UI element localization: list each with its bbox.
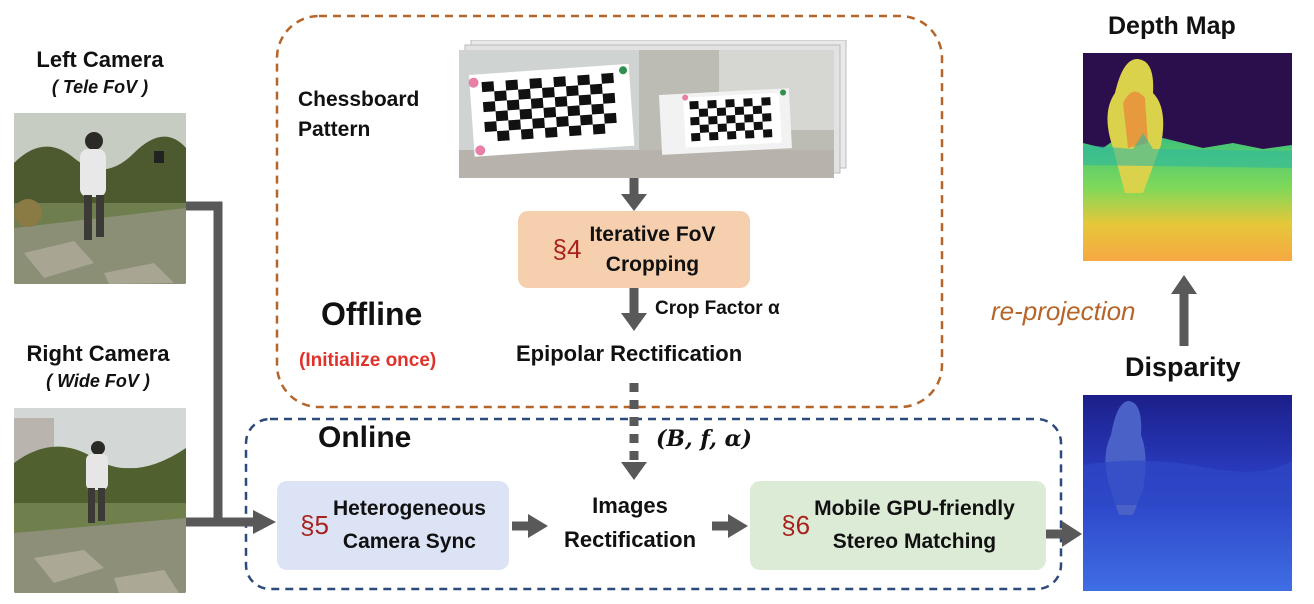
- right-camera-title: Right Camera: [26, 341, 170, 366]
- stereo-matching-line2: Stereo Matching: [832, 529, 997, 553]
- fov-cropping-line2: Cropping: [605, 252, 700, 276]
- offline-title: Offline: [321, 296, 423, 332]
- arrow-stereo-to-disparity-head: [1062, 521, 1082, 547]
- section-5-label: §5: [300, 510, 330, 541]
- arrow-cropping-to-epipolar-head: [621, 313, 647, 331]
- arrow-chessboard-to-cropping-head: [621, 194, 647, 211]
- reprojection-label: re-projection: [991, 296, 1136, 326]
- arrow-images-to-stereo-head: [728, 514, 748, 538]
- section-4-label: §4: [552, 234, 582, 265]
- right-camera-image: [14, 408, 186, 593]
- left-camera-image: [14, 113, 186, 284]
- offline-note: (Initialize once): [299, 350, 437, 371]
- camera-sync-line2: Camera Sync: [342, 529, 476, 553]
- dotted-arrow-epipolar-to-images-head: [621, 462, 647, 480]
- chessboard-label-line1: Chessboard: [298, 88, 420, 111]
- camera-sync-box: §5 Heterogeneous Camera Sync: [277, 481, 509, 570]
- images-rectification-line2: Rectification: [563, 527, 697, 553]
- chessboard-image-stack: [459, 39, 849, 178]
- online-title: Online: [318, 421, 412, 454]
- stereo-matching-line1: Mobile GPU-friendly: [814, 496, 1015, 520]
- left-camera-subtitle: ( Tele FoV ): [51, 77, 149, 97]
- params-label: (B, f, α): [656, 426, 752, 452]
- depth-map-image: [1083, 53, 1292, 261]
- chessboard-label-line2: Pattern: [298, 118, 371, 142]
- disparity-label: Disparity: [1125, 352, 1241, 382]
- arrow-reprojection-head: [1171, 275, 1197, 294]
- images-rectification-label: Images Rectification: [548, 489, 712, 557]
- section-6-label: §6: [781, 510, 811, 541]
- chessboard-label: Chessboard Pattern: [298, 85, 419, 146]
- fov-cropping-box: §4 Iterative FoV Cropping: [518, 211, 750, 288]
- right-camera-subtitle: ( Wide FoV ): [46, 371, 150, 391]
- disparity-image: [1083, 395, 1292, 591]
- stereo-matching-box: §6 Mobile GPU-friendly Stereo Matching: [750, 481, 1046, 570]
- camera-sync-line1: Heterogeneous: [333, 496, 486, 520]
- arrow-to-camera-sync-head: [253, 510, 276, 534]
- left-camera-connector: [186, 201, 223, 522]
- arrow-sync-to-images-head: [528, 514, 548, 538]
- offline-group-box: [275, 14, 944, 409]
- crop-factor-label: Crop Factor α: [655, 298, 780, 319]
- images-rectification-line1: Images: [592, 493, 668, 518]
- fov-cropping-line1: Iterative FoV: [589, 223, 716, 247]
- depth-map-label: Depth Map: [1108, 12, 1236, 40]
- epipolar-rectification-label: Epipolar Rectification: [516, 341, 743, 366]
- online-group-box: [244, 417, 1063, 591]
- left-camera-title: Left Camera: [36, 47, 164, 72]
